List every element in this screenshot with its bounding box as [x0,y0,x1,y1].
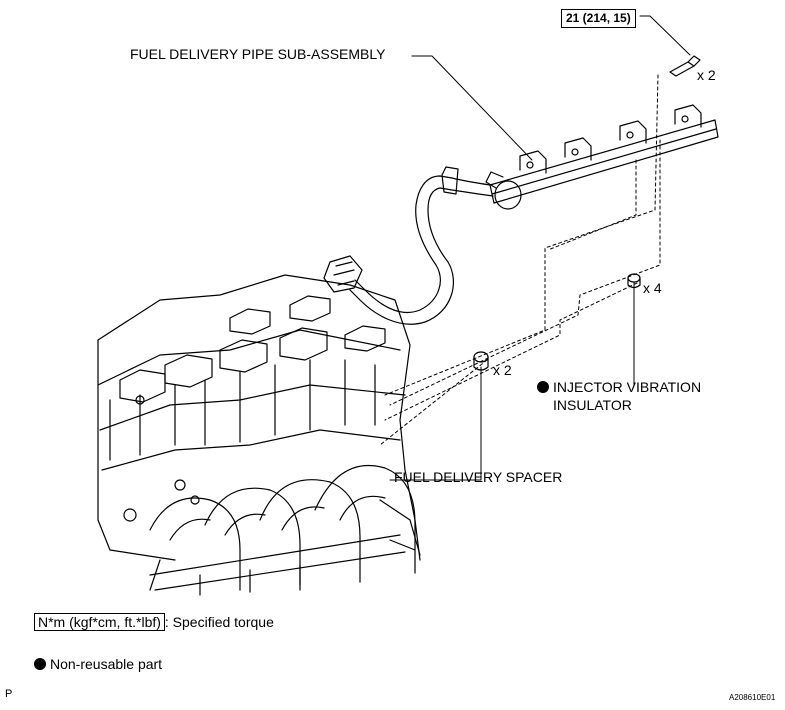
engine-illustration [97,274,421,596]
fuel-delivery-pipe-illustration [323,104,719,325]
fuel-delivery-spacer-label: FUEL DELIVERY SPACER [394,469,563,485]
insulator-quantity: x 4 [643,280,662,296]
insulator-label-line1: INJECTOR VIBRATION [553,379,702,395]
bolt-illustration [669,55,701,77]
insulator-label: INJECTOR VIBRATION INSULATOR [537,378,701,414]
torque-spec-box: 21 (214, 15) [561,9,636,28]
legend-torque-unit: N*m (kgf*cm, ft.*lbf) [34,613,165,631]
leader-lines [389,15,691,481]
torque-spec-text: 21 (214, 15) [566,11,631,25]
bolt-quantity: x 2 [697,67,716,83]
fuel-delivery-pipe-label: FUEL DELIVERY PIPE SUB-ASSEMBLY [130,46,386,62]
legend-torque: N*m (kgf*cm, ft.*lbf): Specified torque [34,613,274,631]
legend-nonreusable: Non-reusable part [34,656,162,673]
legend-dot-icon [34,658,46,670]
figure-id: A208610E01 [729,693,776,702]
legend-nonreusable-text: Non-reusable part [50,656,163,672]
intake-manifold [149,464,421,591]
alignment-lines [379,74,661,446]
spacer-quantity: x 2 [493,362,512,378]
corner-letter: P [5,688,13,700]
insulator-label-line2: INSULATOR [553,397,632,413]
ignition-coils [119,295,386,403]
legend-torque-text: : Specified torque [164,614,274,630]
non-reusable-dot-icon [537,381,549,393]
